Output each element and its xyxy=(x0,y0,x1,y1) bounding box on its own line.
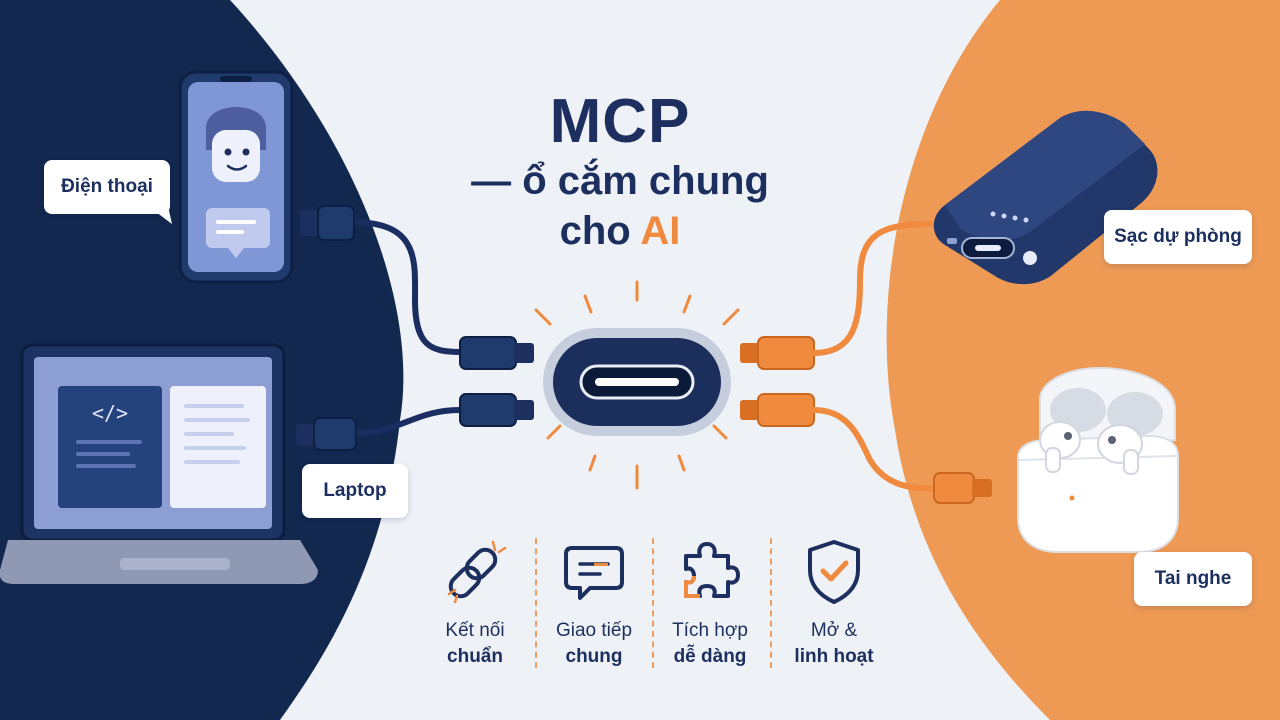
feature-standard-connection: Kết nối chuẩn xyxy=(416,536,534,670)
feature-line1: Kết nối xyxy=(445,620,505,641)
svg-text:</>: </> xyxy=(92,401,128,425)
document-panel xyxy=(170,386,266,508)
feature-line2: chung xyxy=(565,646,623,667)
power-bank-cable xyxy=(811,221,933,356)
robot-avatar-icon xyxy=(206,107,266,182)
earbuds-cable xyxy=(811,407,992,504)
chat-bubble-icon xyxy=(564,546,624,600)
usb-c-port-icon xyxy=(595,378,679,386)
link-icon xyxy=(447,540,507,604)
title-accent-ai: AI xyxy=(640,209,681,253)
hub-glow-rays xyxy=(534,280,740,490)
phone-cable xyxy=(300,205,463,355)
power-bank-label: Sạc dự phòng xyxy=(1104,210,1252,264)
power-bank-device[interactable] xyxy=(933,110,1158,285)
hub-right-connector-top xyxy=(740,336,815,370)
title-main: MCP xyxy=(549,87,691,156)
laptop-label-text: Laptop xyxy=(323,480,387,501)
feature-line2: linh hoạt xyxy=(794,646,874,667)
feature-line2: dễ dàng xyxy=(673,646,747,667)
feature-line1: Tích hợp xyxy=(672,620,748,641)
message-bubble-icon xyxy=(206,208,270,258)
puzzle-icon xyxy=(684,542,740,598)
phone-label-text: Điện thoại xyxy=(61,176,153,197)
hub-left-connector-bottom xyxy=(459,393,534,427)
hub-right-connector-bottom xyxy=(740,393,815,427)
feature-divider xyxy=(652,538,654,668)
feature-common-communication: Giao tiếp chung xyxy=(535,536,653,670)
title-subtitle-line2: cho AI xyxy=(420,206,820,256)
laptop-cable xyxy=(296,407,463,451)
phone-device[interactable] xyxy=(178,70,294,284)
earbuds-device[interactable] xyxy=(1017,366,1179,553)
earbud-left-icon xyxy=(1039,421,1081,473)
feature-line1: Giao tiếp xyxy=(555,620,633,641)
feature-easy-integration: Tích hợp dễ dàng xyxy=(651,536,769,670)
usb-c-hub[interactable] xyxy=(534,280,740,490)
title-subtitle-line1: — ổ cắm chung xyxy=(471,159,769,203)
feature-line2: chuẩn xyxy=(447,646,503,667)
feature-divider xyxy=(535,538,537,668)
title-block: MCP — ổ cắm chung cho AI xyxy=(420,88,820,256)
feature-divider xyxy=(770,538,772,668)
code-icon: </> xyxy=(92,401,128,425)
laptop-device[interactable]: </> xyxy=(0,343,318,584)
earbuds-label: Tai nghe xyxy=(1134,552,1252,606)
phone-label: Điện thoại xyxy=(44,160,170,214)
title-subtitle-prefix: cho xyxy=(559,209,641,253)
power-bank-label-text: Sạc dự phòng xyxy=(1114,226,1242,247)
feature-line1: Mở & xyxy=(810,620,858,641)
earbud-right-icon xyxy=(1097,424,1143,475)
hub-left-connector-top xyxy=(459,336,534,370)
shield-check-icon xyxy=(808,540,860,604)
laptop-label: Laptop xyxy=(302,464,408,518)
feature-open-flexible: Mở & linh hoạt xyxy=(775,536,893,670)
earbuds-label-text: Tai nghe xyxy=(1154,568,1232,589)
